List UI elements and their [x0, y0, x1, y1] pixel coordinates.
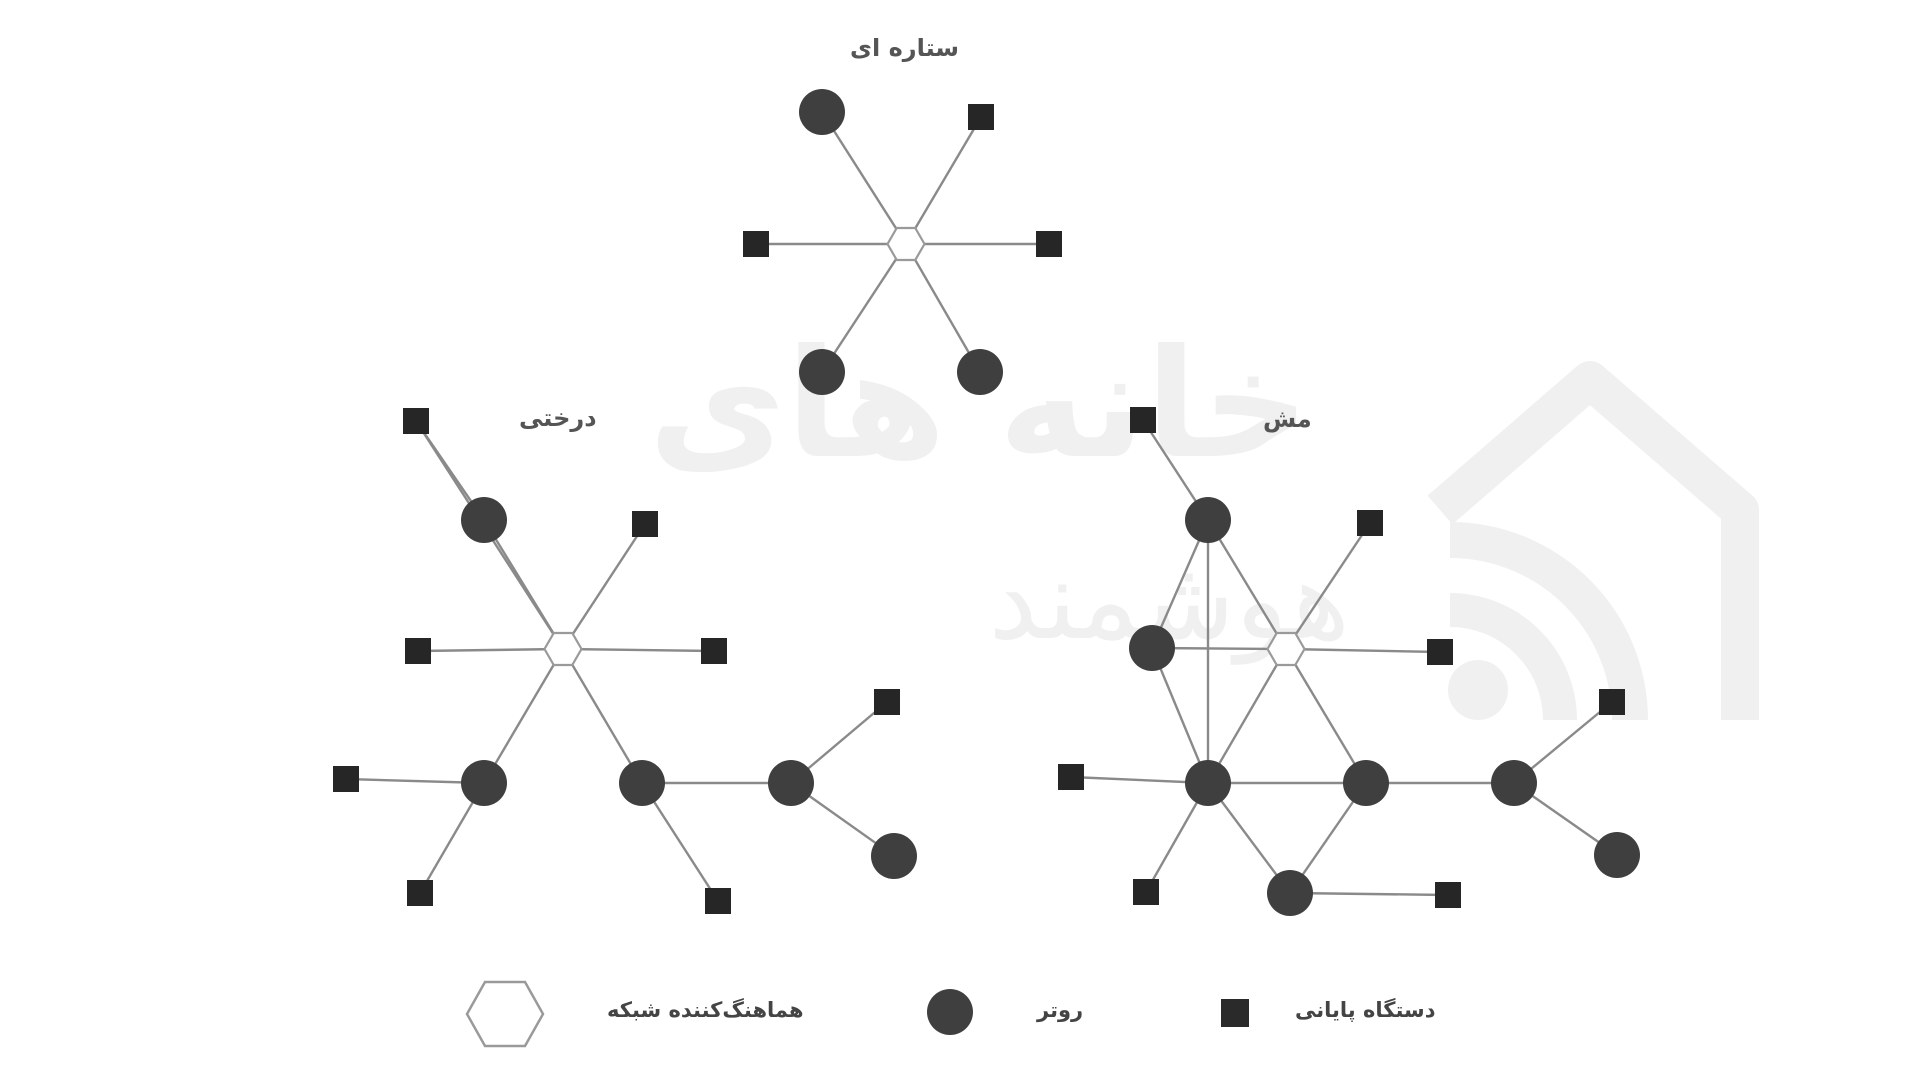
- mesh-link: [1284, 648, 1368, 784]
- star-link: [904, 116, 983, 245]
- mesh-router-node: [1267, 870, 1313, 916]
- mesh-link: [1289, 891, 1449, 897]
- mesh-link: [1285, 522, 1371, 650]
- coordinator-legend-icon: [465, 980, 545, 1048]
- tree-link: [561, 648, 644, 784]
- tree-link: [482, 519, 565, 650]
- tree-end-device-node: [403, 408, 429, 434]
- star-coordinator-node: [886, 226, 926, 262]
- mesh-router-node: [1185, 760, 1231, 806]
- star-end-device-node: [1036, 231, 1062, 257]
- star-topology-title: ستاره ای: [850, 34, 959, 62]
- star-link: [904, 243, 982, 373]
- star-end-device-node: [968, 104, 994, 130]
- tree-coordinator-node: [543, 631, 583, 667]
- mesh-coordinator-node: [1266, 631, 1306, 667]
- mesh-router-node: [1594, 832, 1640, 878]
- tree-topology-title: درختی: [519, 404, 597, 432]
- end-device-legend-icon: [1221, 999, 1249, 1027]
- tree-end-device-node: [333, 766, 359, 792]
- mesh-end-device-node: [1058, 764, 1084, 790]
- tree-end-device-node: [405, 638, 431, 664]
- tree-end-device-node: [874, 689, 900, 715]
- router-legend-icon: [927, 989, 973, 1035]
- star-router-node: [957, 349, 1003, 395]
- tree-end-device-node: [701, 638, 727, 664]
- mesh-link: [1206, 519, 1288, 650]
- tree-link: [345, 777, 485, 785]
- star-link: [820, 111, 908, 245]
- coordinator-legend-label: هماهنگ‌کننده شبکه: [607, 998, 804, 1022]
- mesh-end-device-node: [1357, 510, 1383, 536]
- tree-router-node: [461, 497, 507, 543]
- mesh-end-device-node: [1427, 639, 1453, 665]
- router-legend-label: روتر: [1037, 998, 1084, 1022]
- end-device-legend-label: دستگاه پایانی: [1295, 998, 1436, 1022]
- tree-link: [640, 782, 720, 902]
- tree-router-node: [768, 760, 814, 806]
- mesh-link: [1285, 647, 1441, 654]
- mesh-link: [1150, 647, 1210, 784]
- tree-router-node: [619, 760, 665, 806]
- tree-link: [561, 523, 647, 650]
- mesh-router-node: [1129, 625, 1175, 671]
- mesh-link: [1206, 648, 1288, 784]
- tree-link: [482, 648, 565, 784]
- mesh-router-node: [1491, 760, 1537, 806]
- tree-link: [417, 647, 564, 653]
- mesh-link: [1150, 519, 1210, 649]
- tree-end-device-node: [632, 511, 658, 537]
- mesh-end-device-node: [1599, 689, 1625, 715]
- mesh-router-node: [1185, 497, 1231, 543]
- mesh-end-device-node: [1435, 882, 1461, 908]
- tree-link: [562, 647, 715, 653]
- star-router-node: [799, 89, 845, 135]
- tree-end-device-node: [705, 888, 731, 914]
- watermark-house-wifi-icon: [1427, 361, 1759, 721]
- star-router-node: [799, 349, 845, 395]
- tree-router-node: [871, 833, 917, 879]
- star-end-device-node: [743, 231, 769, 257]
- mesh-router-node: [1343, 760, 1389, 806]
- tree-end-device-node: [407, 880, 433, 906]
- mesh-end-device-node: [1133, 879, 1159, 905]
- mesh-topology-title: مش: [1263, 405, 1312, 433]
- mesh-end-device-node: [1130, 407, 1156, 433]
- star-link: [820, 243, 908, 373]
- tree-router-node: [461, 760, 507, 806]
